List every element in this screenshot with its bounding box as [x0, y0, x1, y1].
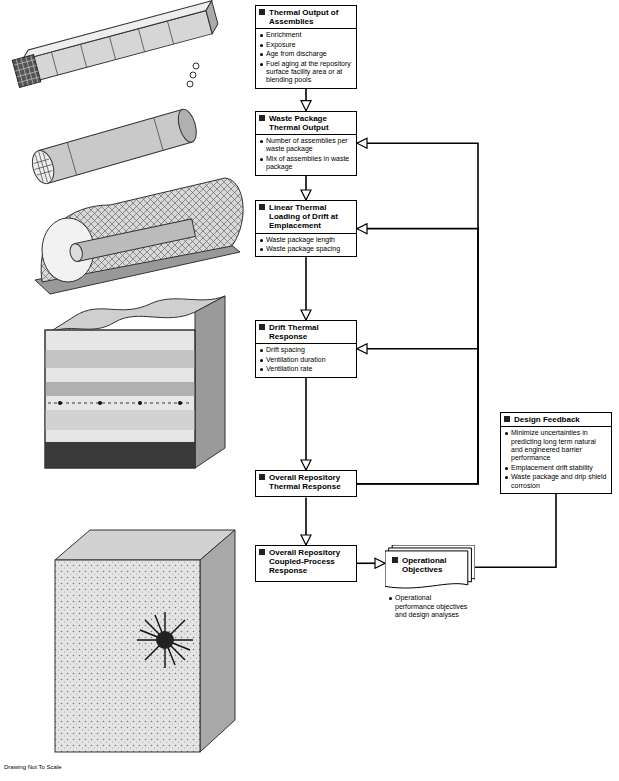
document-outline: Operational Objectives [385, 545, 475, 589]
node-bullet: Waste package and drip shield corrosion [501, 473, 611, 490]
document-shape: Operational ObjectivesOperational perfor… [385, 545, 475, 620]
process-box: Waste Package Thermal OutputNumber of as… [255, 111, 357, 176]
node-bullet: Exposure [256, 41, 356, 49]
node-heading: Waste Package Thermal Output [256, 112, 356, 135]
flow-arrow [357, 562, 385, 564]
process-box: Linear Thermal Loading of Drift at Empla… [255, 200, 357, 257]
node-bullet: Minimize uncertainties in predicting lon… [501, 429, 611, 463]
node-heading: Drift Thermal Response [256, 321, 356, 344]
node-bullet: Fuel aging at the repository surface fac… [256, 60, 356, 85]
node-bullet: Ventilation rate [256, 365, 356, 373]
node-bullet: Emplacement drift stability [501, 464, 611, 472]
feedback-arrow [357, 143, 478, 484]
flow-arrow [305, 497, 307, 545]
node-bullet: Mix of assemblies in waste package [256, 155, 356, 172]
flow-arrow [305, 89, 307, 111]
process-box: Overall Repository Coupled-Process Respo… [255, 545, 357, 582]
node-bullet: Enrichment [256, 31, 356, 39]
node-bullet: Age from discharge [256, 50, 356, 58]
node-bullet: Waste package spacing [256, 245, 356, 253]
scale-note: Drawing Not To Scale [4, 764, 62, 771]
process-box: Thermal Output of AssembliesEnrichmentEx… [255, 5, 357, 89]
waste-package [29, 107, 200, 186]
feedback-box: Design FeedbackMinimize uncertainties in… [500, 412, 612, 494]
flow-arrow [305, 378, 307, 470]
node-heading: Design Feedback [501, 413, 611, 427]
node-heading: Linear Thermal Loading of Drift at Empla… [256, 201, 356, 234]
feedback-arrow [475, 494, 556, 567]
pellets [187, 63, 199, 87]
node-heading: Operational Objectives [389, 554, 467, 576]
node-heading: Overall Repository Coupled-Process Respo… [256, 546, 356, 578]
node-bullet: Waste package length [256, 236, 356, 244]
node-bullet: Drift spacing [256, 346, 356, 354]
repository-block [45, 296, 225, 468]
feedback-arrow [357, 349, 478, 484]
fuel-assembly [11, 1, 221, 88]
flow-arrow [305, 176, 307, 200]
emplacement-drift [35, 178, 243, 294]
node-bullet: Ventilation duration [256, 356, 356, 364]
node-heading: Thermal Output of Assemblies [256, 6, 356, 29]
feedback-arrow [357, 229, 478, 484]
process-box: Drift Thermal ResponseDrift spacingVenti… [255, 320, 357, 378]
node-bullet: Number of assemblies per waste package [256, 137, 356, 154]
node-heading: Overall Repository Thermal Response [256, 471, 356, 493]
flow-arrow [305, 257, 307, 320]
process-box: Overall Repository Thermal Response [255, 470, 357, 497]
node-bullet: Operational performance objectives and d… [385, 594, 475, 619]
far-field-cube [55, 530, 235, 752]
